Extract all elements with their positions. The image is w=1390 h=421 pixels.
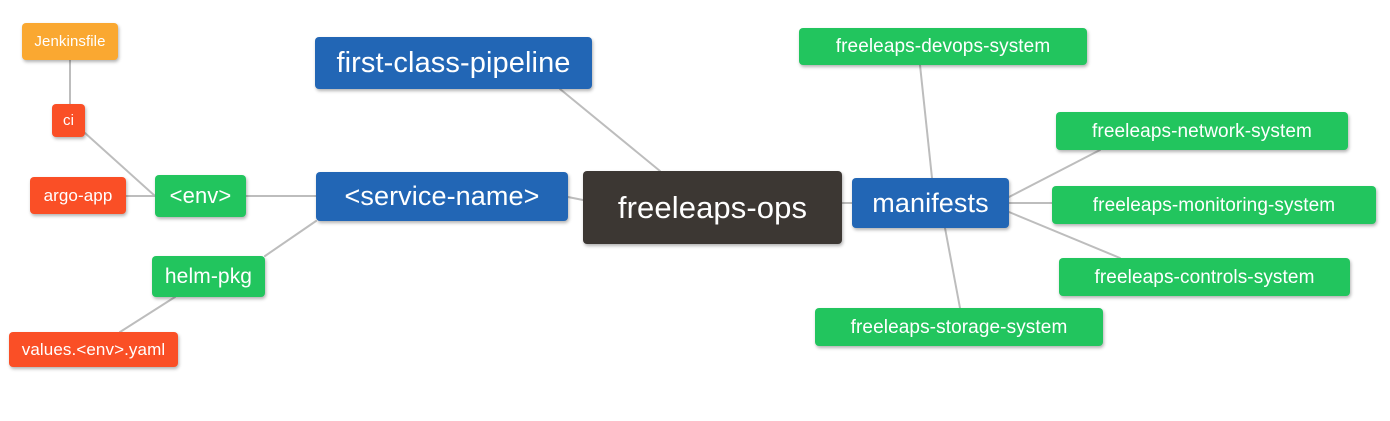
node-jenkinsfile[interactable]: Jenkinsfile [22,23,118,60]
node-freeleaps-storage-system[interactable]: freeleaps-storage-system [815,308,1103,346]
node-ci[interactable]: ci [52,104,85,137]
edge-manifests-to-freeleaps-devops-system [919,64,933,179]
node-first-class-pipeline[interactable]: first-class-pipeline [315,37,592,89]
edge-ci-to-env [84,132,156,197]
edge-manifests-to-freeleaps-storage-system [944,227,961,309]
edge-service-name-to-helm-pkg [264,220,317,257]
node-freeleaps-controls-system[interactable]: freeleaps-controls-system [1059,258,1350,296]
node-freeleaps-ops[interactable]: freeleaps-ops [583,171,842,244]
edge-helm-pkg-to-values-yaml [119,296,176,333]
node-values-yaml[interactable]: values.<env>.yaml [9,332,178,367]
node-freeleaps-monitoring-system[interactable]: freeleaps-monitoring-system [1052,186,1376,224]
edge-manifests-to-freeleaps-network-system [1008,149,1101,198]
edge-service-name-to-freeleaps-ops [567,196,584,201]
edge-manifests-to-freeleaps-controls-system [1008,211,1121,259]
node-helm-pkg[interactable]: helm-pkg [152,256,265,297]
edge-first-class-pipeline-to-freeleaps-ops [559,88,661,172]
node-manifests[interactable]: manifests [852,178,1009,228]
node-freeleaps-devops-system[interactable]: freeleaps-devops-system [799,28,1087,65]
node-argo-app[interactable]: argo-app [30,177,126,214]
node-freeleaps-network-system[interactable]: freeleaps-network-system [1056,112,1348,150]
node-env[interactable]: <env> [155,175,246,217]
node-service-name[interactable]: <service-name> [316,172,568,221]
